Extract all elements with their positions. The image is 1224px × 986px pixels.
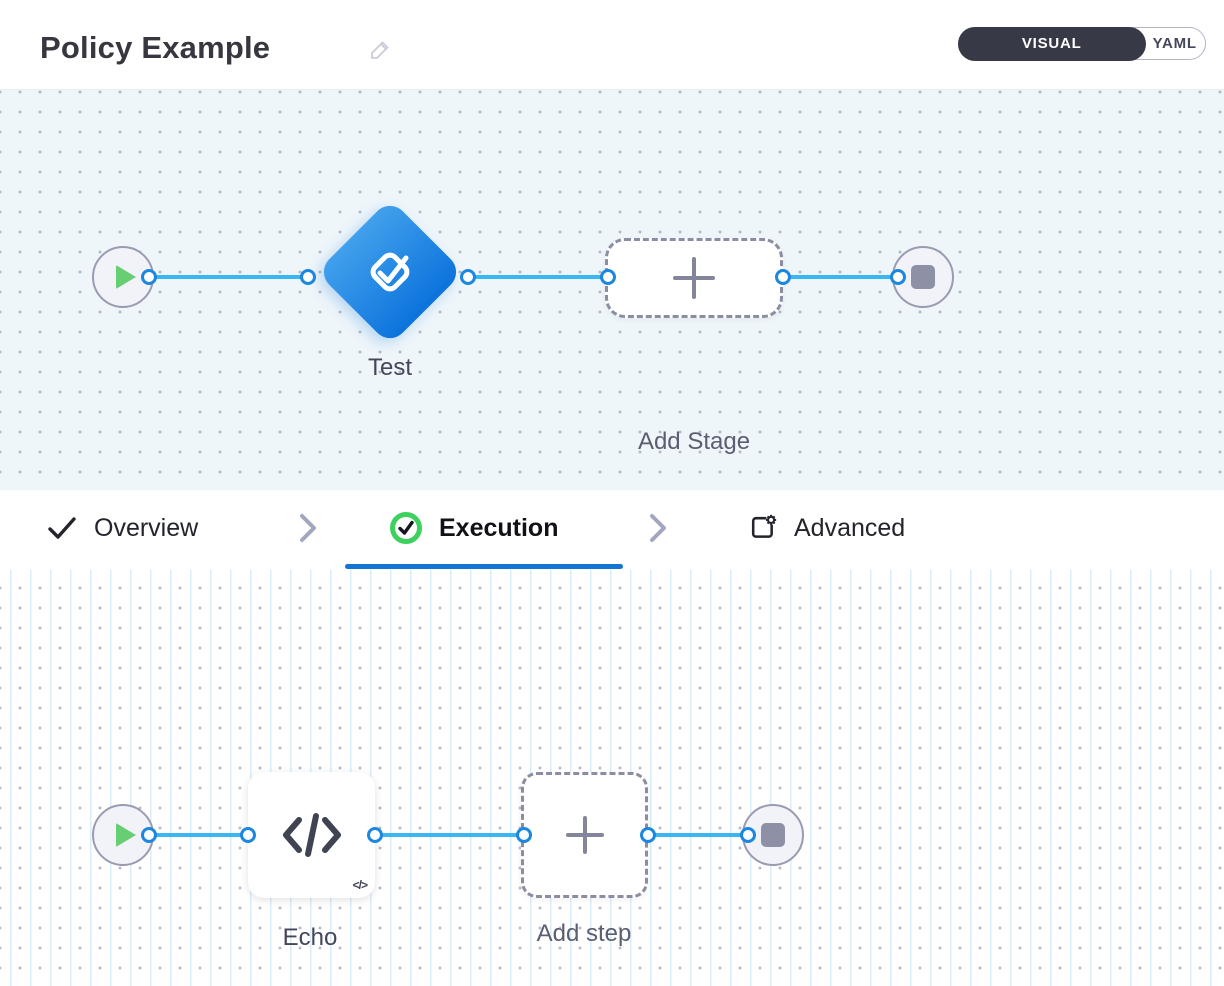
check-circle-green-icon xyxy=(390,512,422,544)
edge-start-to-test xyxy=(153,275,310,279)
step-node-echo[interactable]: </> xyxy=(248,772,375,898)
stage-label-add-stage: Add Stage xyxy=(637,428,751,455)
play-icon xyxy=(116,823,136,847)
tab-overview[interactable]: Overview xyxy=(46,490,198,566)
add-step-button[interactable] xyxy=(521,772,648,898)
connector-port xyxy=(367,827,383,843)
chevron-right-icon xyxy=(650,514,666,542)
plus-icon xyxy=(673,257,715,299)
stop-icon xyxy=(911,265,935,289)
tab-advanced[interactable]: Advanced xyxy=(748,490,905,566)
connector-port xyxy=(300,269,316,285)
connector-port xyxy=(740,827,756,843)
stage-label-test: Test xyxy=(367,354,413,381)
plus-icon xyxy=(565,816,604,854)
tab-overview-label: Overview xyxy=(94,513,199,542)
active-tab-underline xyxy=(345,564,623,569)
connector-port xyxy=(600,269,616,285)
play-icon xyxy=(116,265,136,289)
page-title: Policy Example xyxy=(40,30,271,65)
connector-port xyxy=(460,269,476,285)
step-label-echo: Echo xyxy=(282,924,338,951)
connector-port xyxy=(240,827,256,843)
edit-title-button[interactable] xyxy=(368,38,392,62)
edge-addstage-to-end xyxy=(781,275,900,279)
toggle-yaml-button[interactable]: YAML xyxy=(1152,35,1197,52)
stop-icon xyxy=(761,823,785,847)
stage-config-tabbar: Overview Execution Advanced xyxy=(0,490,1224,570)
stage-pipeline-canvas[interactable]: Test Add Stage xyxy=(0,90,1224,490)
chevron-right-icon xyxy=(300,514,316,542)
execution-steps-canvas[interactable]: </> Echo Add step xyxy=(0,570,1224,986)
add-stage-button[interactable] xyxy=(605,238,783,318)
connector-port xyxy=(141,269,157,285)
edge-start-to-echo xyxy=(153,833,250,837)
tab-execution-label: Execution xyxy=(439,513,559,542)
edge-test-to-addstage xyxy=(466,275,610,279)
page-header: Policy Example VISUAL YAML xyxy=(0,0,1224,90)
edge-addstep-to-end xyxy=(646,833,750,837)
check-square-icon xyxy=(370,252,410,292)
connector-port xyxy=(775,269,791,285)
settings-square-icon xyxy=(751,514,777,538)
tab-advanced-label: Advanced xyxy=(794,513,906,542)
code-icon xyxy=(282,813,341,857)
check-icon xyxy=(48,517,76,539)
connector-port xyxy=(640,827,656,843)
connector-port xyxy=(516,827,532,843)
connector-port xyxy=(141,827,157,843)
tab-execution[interactable]: Execution xyxy=(389,490,558,566)
code-badge-icon: </> xyxy=(352,878,368,892)
edge-echo-to-addstep xyxy=(373,833,526,837)
stage-node-test[interactable] xyxy=(316,198,464,346)
toggle-visual-button[interactable]: VISUAL xyxy=(957,26,1146,61)
connector-port xyxy=(890,269,906,285)
visual-yaml-toggle: VISUAL YAML xyxy=(957,26,1206,61)
step-label-add-step: Add step xyxy=(536,920,632,947)
pencil-icon xyxy=(371,41,389,59)
